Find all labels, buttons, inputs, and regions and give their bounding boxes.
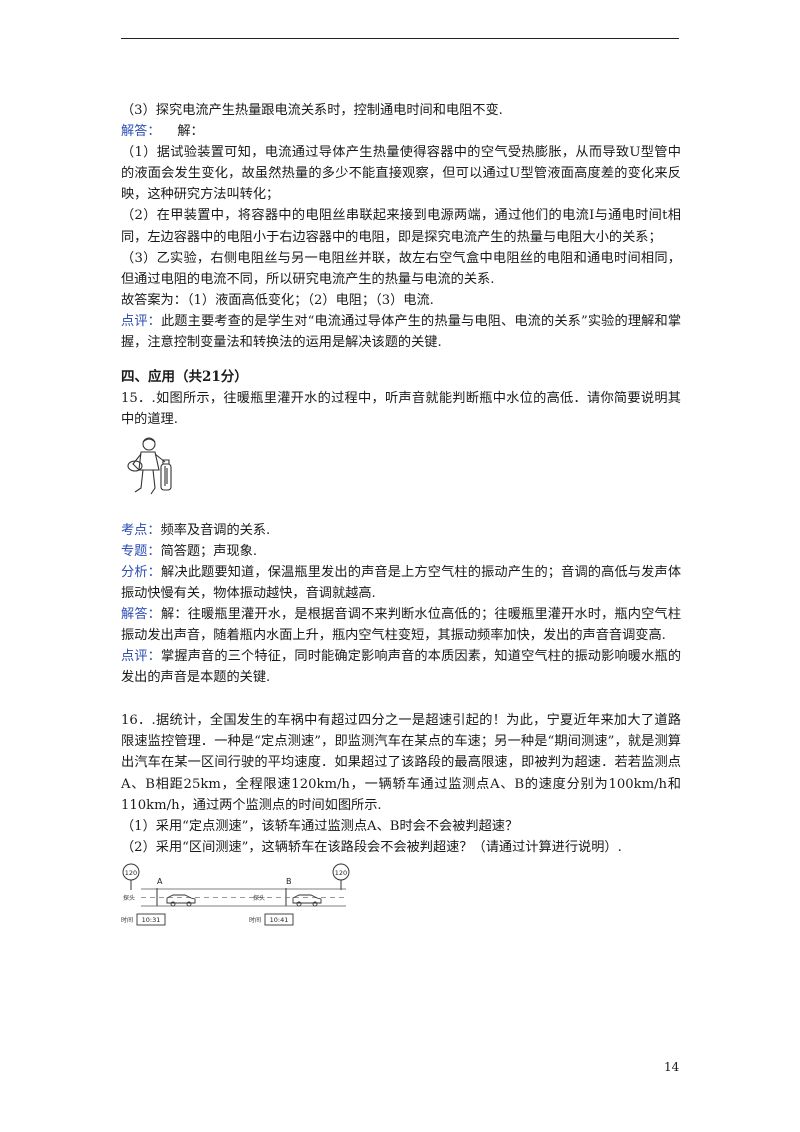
probe-b-label: 探头 xyxy=(253,894,265,902)
sign-a-text: 120 xyxy=(125,869,137,877)
speed-camera-diagram: 120 120 A B 探头 探头 时间 10:31 时间 xyxy=(121,863,350,926)
dianping-label: 点评： xyxy=(121,649,162,665)
kaodian-label: 考点： xyxy=(121,522,161,538)
kaodian-text: 频率及音调的关系. xyxy=(160,522,271,538)
fenxi-label: 分析： xyxy=(121,564,162,580)
q15-zhuanti: 专题：简答题；声现象. xyxy=(121,541,681,562)
answer-head: 解： xyxy=(177,124,204,140)
q16-sub-2: （2）采用“区间测速”，这辆轿车在该路段会不会被判超速？（请通过计算进行说明）. xyxy=(121,839,622,855)
speed-limit-sign-a: 120 xyxy=(122,863,140,890)
zhuanti-label: 专题： xyxy=(121,543,161,559)
q14-answer-3: （3）乙实验，右侧电阻丝与另一电阻丝并联，故左右空气盒中电阻丝的电阻和通电时间相… xyxy=(121,250,681,287)
time-label-a: 时间 xyxy=(121,916,133,924)
q16-sub-1: （1）采用“定点测速”，该轿车通过监测点A、B时会不会被判超速？ xyxy=(121,818,519,834)
comment-label: 点评： xyxy=(121,313,161,329)
q14-answer-heading: 解答： 解： xyxy=(121,121,681,142)
q15-fenxi: 分析：解决此题要知道，保温瓶里发出的声音是上方空气柱的振动产生的；音调的高低与发… xyxy=(121,562,681,604)
q15-jieda: 解答：解：往暖瓶里灌开水，是根据音调不来判断水位高低的；往暖瓶里灌开水时，瓶内空… xyxy=(121,604,681,646)
comment-text: 此题主要考查的是学生对“电流通过导体产生的热量与电阻、电流的关系”实验的理解和掌… xyxy=(121,313,682,351)
point-a-label: A xyxy=(157,877,163,886)
time-label-b: 时间 xyxy=(249,916,261,924)
page-body: （3）探究电流产生热量跟电流关系时，控制通电时间和电阻不变. 解答： 解： （1… xyxy=(121,100,681,935)
jieda-text: 解：往暖瓶里灌开水，是根据音调不来判断水位高低的；往暖瓶里灌开水时，瓶内空气柱振… xyxy=(121,606,682,643)
speed-limit-sign-b: 120 xyxy=(332,863,350,890)
q16-question: 16．.据统计，全国发生的车祸中有超过四分之一是超速引起的！为此，宁夏近年来加大… xyxy=(121,713,681,813)
fenxi-text: 解决此题要知道，保温瓶里发出的声音是上方空气柱的振动产生的；音调的高低与发声体振… xyxy=(121,564,682,601)
jieda-label: 解答： xyxy=(121,606,162,622)
q14-comment: 点评：此题主要考查的是学生对“电流通过导体产生的热量与电阻、电流的关系”实验的理… xyxy=(121,311,681,353)
time-a-value: 10:31 xyxy=(142,916,161,924)
probe-a-label: 探头 xyxy=(123,894,135,902)
header-rule xyxy=(121,38,679,39)
sign-b-text: 120 xyxy=(335,869,347,877)
q15-question: 15．.如图所示，往暖瓶里灌开水的过程中，听声音就能判断瓶中水位的高低．请你简要… xyxy=(121,391,681,428)
q15-dianping: 点评：掌握声音的三个特征，同时能确定影响声音的本质因素，知道空气柱的振动影响暖水… xyxy=(121,646,681,688)
dianping-text: 掌握声音的三个特征，同时能确定影响声音的本质因素，知道空气柱的振动影响暖水瓶的发… xyxy=(121,649,682,686)
time-b-value: 10:41 xyxy=(270,916,289,924)
q14-answer-1: （1）据试验装置可知，电流通过导体产生热量使得容器中的空气受热膨胀，从而导致U型… xyxy=(121,145,681,203)
q14-line-3: （3）探究电流产生热量跟电流关系时，控制通电时间和电阻不变. xyxy=(121,103,503,118)
q14-final-answer: 故答案为：（1）液面高低变化；（2）电阻；（3）电流. xyxy=(121,292,434,308)
car-a-icon xyxy=(166,894,196,907)
kettle-pouring-illustration xyxy=(127,437,172,495)
q15-kaodian: 考点：频率及音调的关系. xyxy=(121,520,681,541)
zhuanti-text: 简答题；声现象. xyxy=(160,543,258,559)
car-b-icon xyxy=(292,894,322,907)
q14-answer-2: （2）在甲装置中，将容器中的电阻丝串联起来接到电源两端，通过他们的电流I与通电时… xyxy=(121,208,681,245)
page-number: 14 xyxy=(664,1060,680,1074)
section-title: 四、应用（共21分） xyxy=(121,369,248,386)
answer-label: 解答： xyxy=(121,124,161,140)
point-b-label: B xyxy=(286,877,292,886)
